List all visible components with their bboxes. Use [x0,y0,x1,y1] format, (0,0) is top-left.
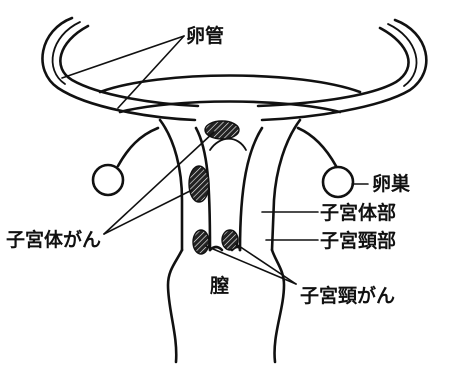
label-ovary: 卵巣 [372,172,411,195]
uterine-fundus [100,76,360,113]
right-fallopian-tube [258,20,426,120]
tumor-cervix-right [222,230,238,250]
label-cervix: 子宮頸部 [320,229,396,252]
label-fallopian-tube: 卵管 [186,24,224,47]
label-vagina: 膣 [209,274,229,297]
label-cervical-cancer: 子宮頸がん [300,284,395,307]
tumor-body [189,166,209,202]
right-ovary [298,128,353,197]
tumor-cervix-left [193,230,209,254]
label-uterine-body-cancer: 子宮体がん [6,228,101,251]
left-ovary [93,128,158,195]
label-uterine-body: 子宮体部 [320,201,396,224]
